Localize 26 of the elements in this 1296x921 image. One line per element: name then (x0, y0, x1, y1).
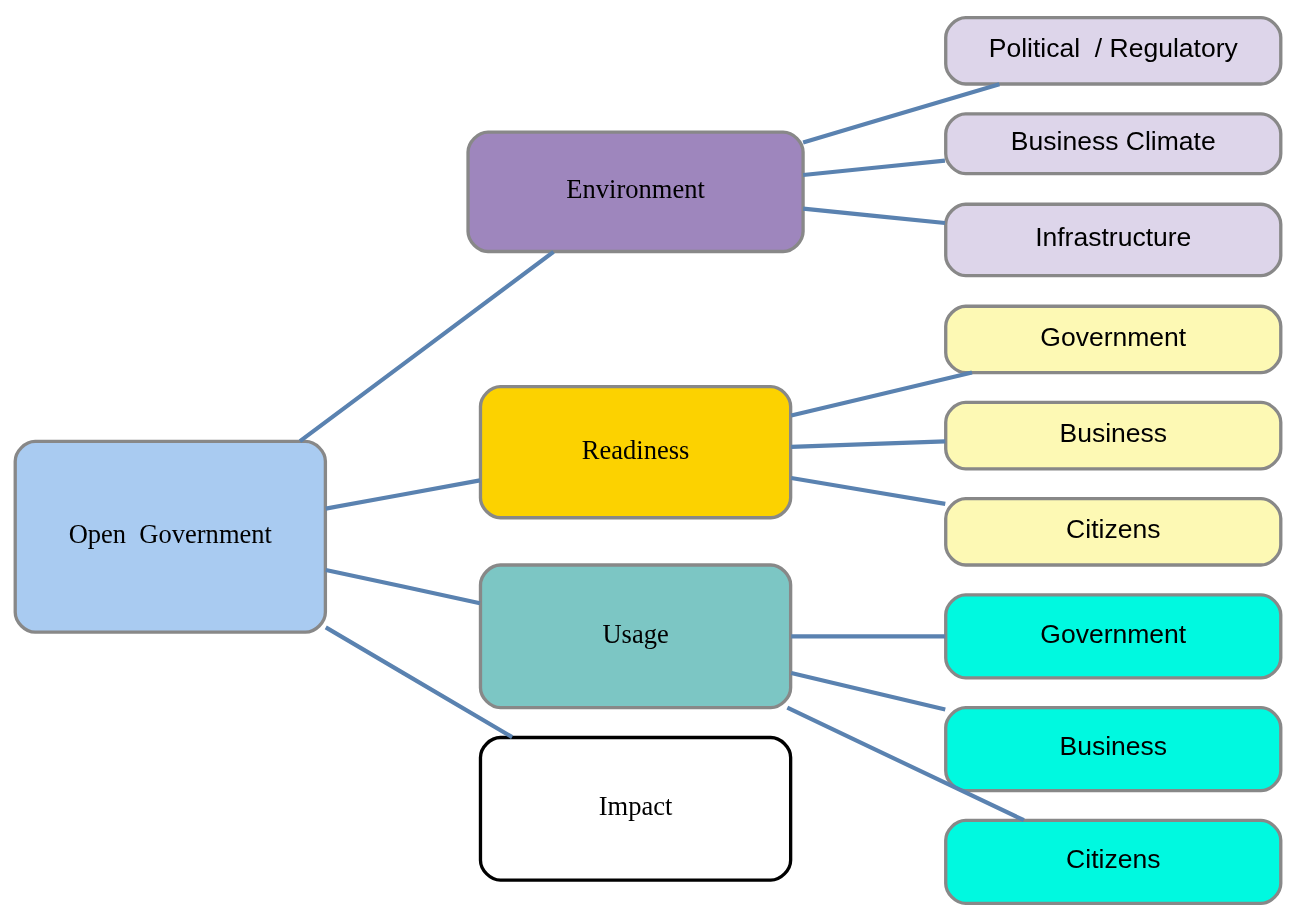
connector (791, 439, 946, 449)
connector (324, 625, 514, 739)
node-box: Business Climate (944, 112, 1283, 176)
node-box: Environment (466, 130, 805, 254)
connector (802, 158, 946, 178)
node-box: Political / Regulatory (944, 15, 1283, 86)
node-box: Government (944, 304, 1283, 375)
node-box: Government (944, 593, 1283, 680)
node-box: Readiness (478, 385, 793, 520)
node-box: Open Government (13, 439, 328, 634)
node-box: Citizens (944, 497, 1283, 567)
connector (790, 476, 946, 506)
connector (298, 250, 555, 443)
node-box: Infrastructure (944, 202, 1283, 278)
connector (791, 634, 946, 639)
connector (786, 705, 1025, 823)
node-box: Impact (478, 735, 793, 882)
node-box: Business (944, 706, 1283, 793)
node-box: Usage (478, 563, 793, 710)
node-box: Citizens (944, 818, 1283, 906)
node-box: Business (944, 400, 1283, 471)
connector (790, 670, 946, 712)
connector (325, 567, 481, 606)
connector (325, 478, 481, 511)
connector (802, 206, 946, 226)
connector (790, 370, 973, 418)
